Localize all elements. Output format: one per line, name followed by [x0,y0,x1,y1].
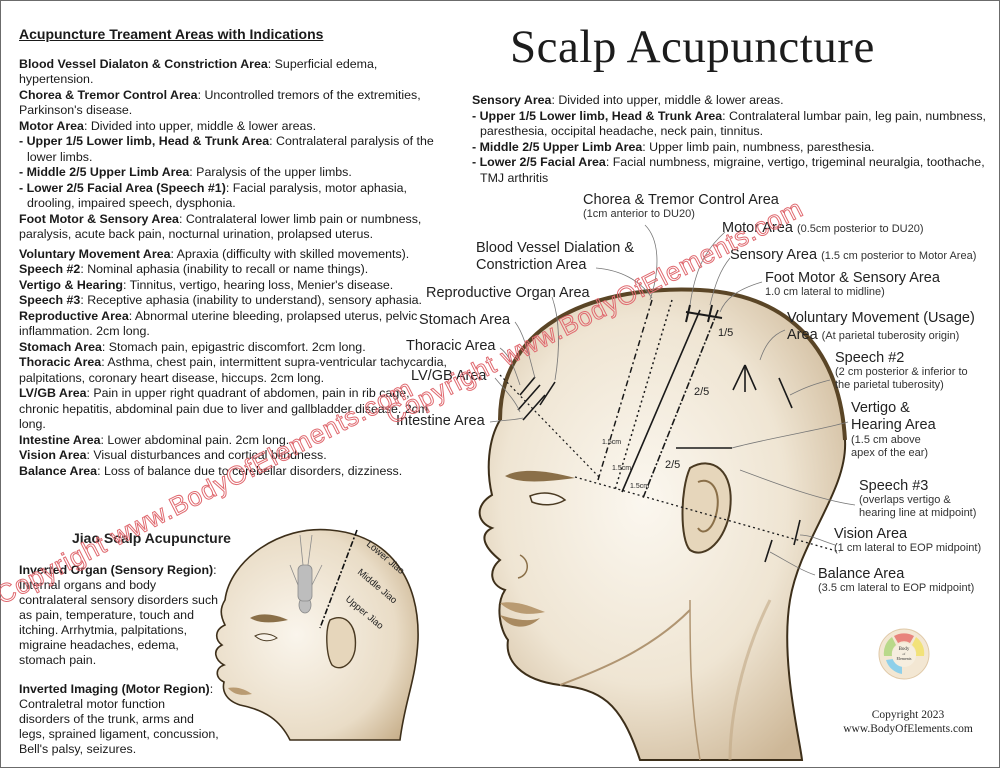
svg-text:1.5cm: 1.5cm [602,439,621,446]
website-text: www.BodyOfElements.com [843,723,973,735]
copyright-year: Copyright 2023 [871,709,945,721]
indication-entry: - Lower 2/5 Facial Area (Speech #1): Fac… [19,180,407,211]
indication-entry: Voluntary Movement Area: Apraxia (diffic… [19,246,410,261]
main-head-illustration: 1/5 2/5 2/5 1.5cm 1.5cm 1.5cm [478,224,856,761]
fraction-2-5-lower: 2/5 [665,459,680,471]
indication-entry: Speech #3: Receptive aphasia (inability … [19,293,422,307]
jiao-entry: Inverted Organ (Sensory Region): Interna… [19,563,219,667]
indication-entry: Thoracic Area: Asthma, chest pain, inter… [19,355,447,385]
svg-text:1.5cm: 1.5cm [612,465,631,472]
copyright-block: Copyright 2023 www.BodyOfElements.com [838,708,978,736]
label-thoracic: Thoracic Area [406,338,496,354]
label-vertigo-hearing: Vertigo &Hearing Area (1.5 cm above apex… [851,400,936,459]
indication-entry: Intestine Area: Lower abdominal pain. 2c… [19,432,290,447]
fraction-2-5-middle: 2/5 [694,386,709,398]
sensory-panel: Sensory Area: Divided into upper, middle… [472,93,992,186]
indication-entry: Reproductive Area: Abnormal uterine blee… [19,308,418,339]
label-vision: Vision Area (1 cm lateral to EOP midpoin… [834,526,982,554]
sensory-entry: Sensory Area: Divided into upper, middle… [472,93,784,107]
page-title: Scalp Acupuncture [510,21,875,73]
label-sensory: Sensory Area (1.5 cm posterior to Motor … [730,247,977,263]
jiao-panel: Inverted Organ (Sensory Region): Interna… [19,563,219,771]
body-of-elements-logo-icon: Body of Elements [878,628,930,680]
label-reproductive: Reproductive Organ Area [426,285,590,301]
label-lvgb: LV/GB Area [411,368,487,384]
label-chorea: Chorea & Tremor Control Area (1cm anteri… [583,192,779,220]
svg-text:of: of [903,652,907,656]
indication-entry: Speech #2: Nominal aphasia (inability to… [19,262,369,276]
indications-panel: Acupuncture Treament Areas with Indicati… [19,26,449,479]
indication-entry: Stomach Area: Stomach pain, epigastric d… [19,339,366,354]
label-balance: Balance Area (3.5 cm lateral to EOP midp… [818,566,975,594]
jiao-entry: Inverted Imaging (Motor Region): Contral… [19,682,219,756]
label-voluntary-movement: Voluntary Movement (Usage)Area (At parie… [787,310,975,343]
label-stomach: Stomach Area [419,312,511,328]
label-intestine: Intestine Area [396,413,485,429]
label-speech-3: Speech #3 (overlaps vertigo & hearing li… [859,478,977,519]
indication-entry: Balance Area: Loss of balance due to cer… [19,463,403,478]
label-motor: Motor Area (0.5cm posterior to DU20) [722,220,924,236]
indication-entry: LV/GB Area: Pain in upper right quadrant… [19,386,429,431]
fraction-1-5: 1/5 [718,327,733,339]
label-blood-vessel: Blood Vessel Dialation &Constriction Are… [476,240,634,273]
indication-entry: Blood Vessel Dialaton & Constriction Are… [19,56,378,87]
jiao-title: Jiao Scalp Acupuncture [72,530,231,546]
inverted-body-figure-icon [289,534,323,614]
indication-entry: Foot Motor & Sensory Area: Contralateral… [19,211,422,242]
sensory-entry: - Middle 2/5 Upper Limb Area: Upper limb… [472,139,875,154]
svg-text:1.5cm: 1.5cm [630,483,649,490]
svg-text:Body: Body [899,647,910,652]
jiao-head-illustration: Lower Jiao Middle Jiao Upper Jiao [215,528,419,741]
label-foot-motor: Foot Motor & Sensory Area 1.0 cm lateral… [765,270,940,298]
indication-entry: Vision Area: Visual disturbances and cor… [19,448,327,462]
indication-entry: - Middle 2/5 Upper Limb Area: Paralysis … [19,165,352,179]
sensory-entry: - Upper 1/5 Lower limb, Head & Trunk Are… [472,108,986,139]
indication-entry: - Upper 1/5 Lower limb, Head & Trunk Are… [19,134,434,164]
svg-text:Elements: Elements [897,656,912,661]
label-speech-2: Speech #2 (2 cm posterior & inferior to … [835,350,968,391]
indication-entry: Chorea & Tremor Control Area: Uncontroll… [19,87,421,118]
indication-entry: Motor Area: Divided into upper, middle &… [19,118,317,133]
indications-heading: Acupuncture Treament Areas with Indicati… [19,26,324,42]
sensory-entry: - Lower 2/5 Facial Area: Facial numbness… [472,155,985,185]
indication-entry: Vertigo & Hearing: Tinnitus, vertigo, he… [19,277,394,292]
